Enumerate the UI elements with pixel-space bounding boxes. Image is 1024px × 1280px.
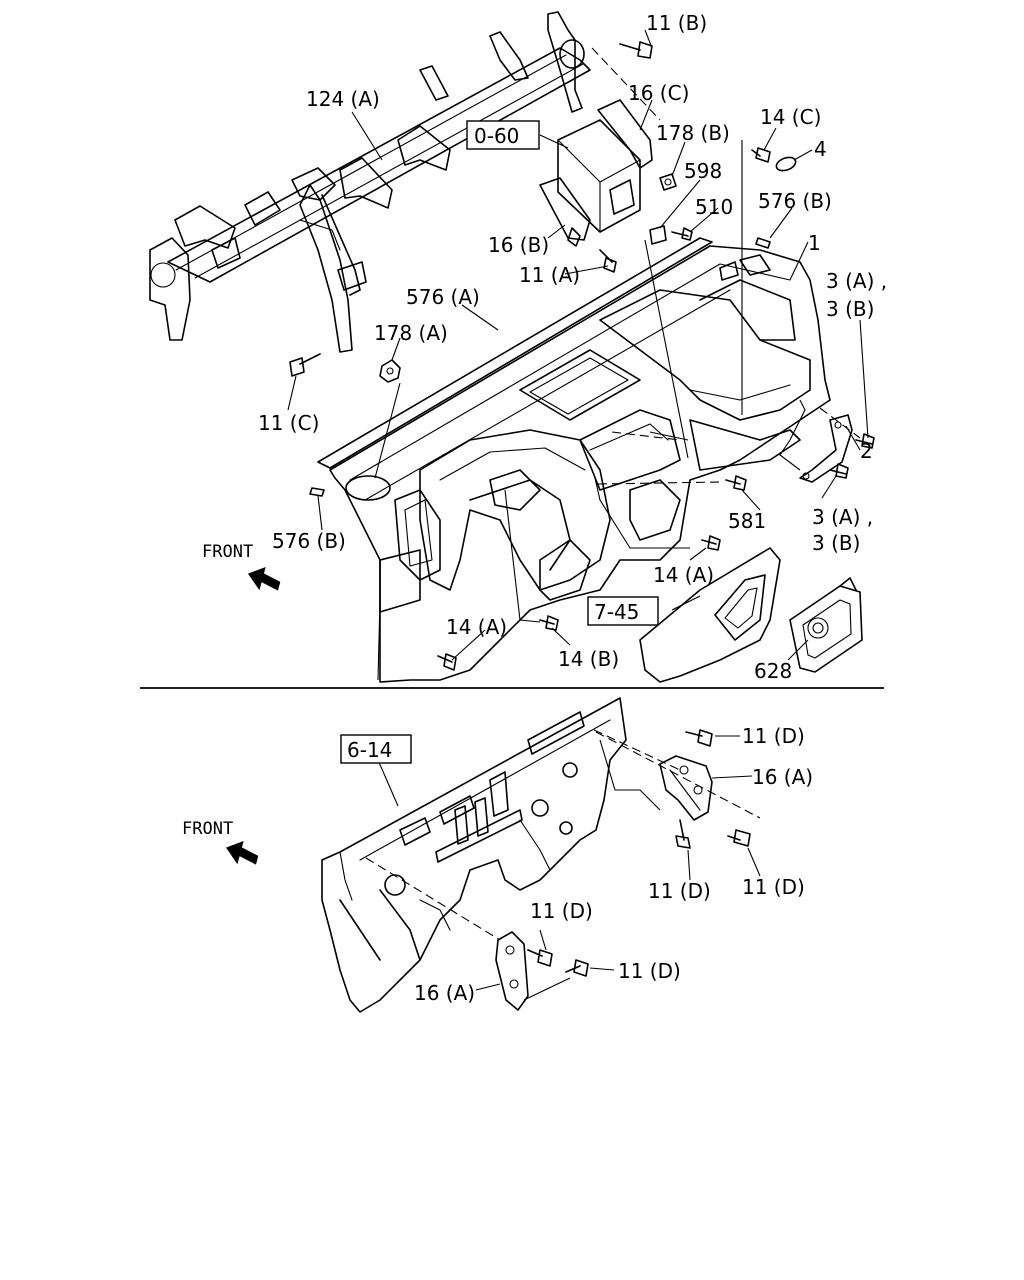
label-3ab-top-1: 3 (A) , [826, 269, 887, 293]
label-14a-low: 14 (A) [446, 615, 507, 639]
label-16b: 16 (B) [488, 233, 549, 257]
label-14b: 14 (B) [558, 647, 619, 671]
screw-510 [671, 227, 693, 241]
bolt-11c [289, 353, 321, 377]
label-16a-left: 16 (A) [414, 981, 475, 1005]
front-arrow-top [248, 567, 281, 591]
fasteners-upper [289, 41, 875, 671]
bezel-628 [789, 577, 863, 673]
clip-4 [775, 156, 797, 172]
bolt-11a [599, 249, 617, 273]
label-124a: 124 (A) [306, 87, 380, 111]
label-628: 628 [754, 659, 792, 683]
label-4: 4 [814, 137, 827, 161]
nut-178b [659, 173, 677, 191]
label-3ab-bot-1: 3 (A) , [812, 505, 873, 529]
clip-576b-top [755, 237, 771, 249]
bolt-11d-3 [727, 829, 751, 847]
bolt-3ab-bot [829, 463, 849, 479]
label-178a: 178 (A) [374, 321, 448, 345]
label-576b-top: 576 (B) [758, 189, 832, 213]
label-11d-1: 11 (D) [742, 724, 805, 748]
label-178b: 178 (B) [656, 121, 730, 145]
front-arrow-bottom [226, 841, 259, 865]
dash-panel-614 [321, 697, 627, 1013]
label-576a: 576 (A) [406, 285, 480, 309]
label-11d-4: 11 (D) [530, 899, 593, 923]
label-front-bottom: FRONT [182, 819, 233, 839]
label-16a-right: 16 (A) [752, 765, 813, 789]
label-060: 0-60 [474, 124, 519, 148]
label-16c: 16 (C) [628, 81, 689, 105]
bracket-16a-left [495, 931, 529, 1011]
dashed-leaders-upper [591, 47, 861, 485]
cross-beam-124a [149, 11, 591, 353]
leaders-upper [287, 29, 869, 681]
clip-598 [649, 225, 667, 245]
label-front-top: FRONT [202, 542, 253, 562]
label-14a-mid: 14 (A) [653, 563, 714, 587]
cluster-lid-745 [639, 547, 781, 683]
screw-14a-low [437, 653, 457, 671]
label-11b: 11 (B) [646, 11, 707, 35]
label-1: 1 [808, 231, 821, 255]
label-14c: 14 (C) [760, 105, 821, 129]
bolt-11d-1 [685, 729, 713, 747]
bracket-2 [799, 414, 853, 483]
nut-178a [379, 359, 401, 383]
ref-box-745 [587, 596, 659, 626]
dashed-leaders-lower [365, 729, 761, 941]
label-598: 598 [684, 159, 722, 183]
label-11d-5: 11 (D) [618, 959, 681, 983]
bolt-11d-2 [675, 819, 691, 849]
bolt-11d-4 [527, 949, 553, 967]
screw-581 [725, 475, 747, 491]
bolt-14c [751, 147, 771, 163]
label-614: 6-14 [347, 738, 392, 762]
bolt-3ab-top [855, 433, 875, 449]
label-745: 7-45 [594, 600, 639, 624]
label-2: 2 [860, 439, 873, 463]
bracket-16a-right [659, 755, 713, 821]
bolt-11b [619, 41, 653, 59]
label-3ab-top-2: 3 (B) [826, 297, 874, 321]
label-11d-3: 11 (D) [742, 875, 805, 899]
label-11d-2: 11 (D) [648, 879, 711, 903]
label-581: 581 [728, 509, 766, 533]
control-module [539, 99, 653, 247]
dashboard-panel [317, 237, 831, 683]
label-576b-left: 576 (B) [272, 529, 346, 553]
ref-box-614 [340, 734, 412, 764]
screw-14a-mid [701, 535, 721, 551]
screw-14b [539, 615, 559, 631]
clip-576b-left [309, 487, 325, 497]
bolt-11d-5 [565, 959, 589, 977]
leaders-lower [377, 735, 761, 1001]
label-510: 510 [695, 195, 733, 219]
callout-labels: 11 (B) 124 (A) 16 (C) 0-60 178 (B) 14 (C… [182, 11, 887, 1005]
label-11c: 11 (C) [258, 411, 319, 435]
fasteners-lower [527, 729, 751, 977]
label-11a: 11 (A) [519, 263, 580, 287]
ref-box-060 [466, 120, 540, 150]
label-3ab-bot-2: 3 (B) [812, 531, 860, 555]
